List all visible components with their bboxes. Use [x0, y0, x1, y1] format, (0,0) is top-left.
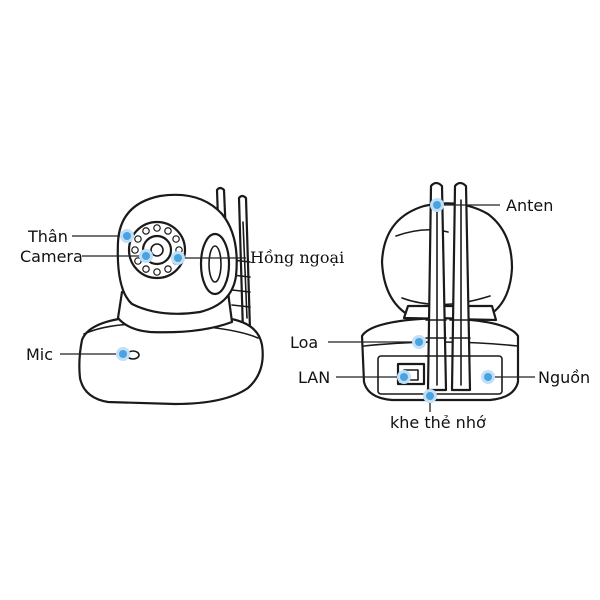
- label-camera: Camera: [20, 247, 83, 266]
- label-nguon: Nguồn: [538, 368, 590, 387]
- ir-led: [142, 265, 150, 273]
- front-lens-ring: [127, 220, 187, 280]
- back-antenna-right: [449, 181, 472, 392]
- ir-led: [134, 235, 142, 243]
- marker-nguon: [481, 370, 495, 384]
- front-camera-illustration: [78, 186, 264, 406]
- front-side-ring: [199, 232, 231, 296]
- ir-led: [153, 268, 161, 276]
- label-anten: Anten: [506, 196, 553, 215]
- marker-mic: [116, 347, 130, 361]
- marker-anten: [430, 198, 444, 212]
- markers: [116, 198, 495, 403]
- label-khe-the-nho: khe thẻ nhớ: [390, 413, 486, 432]
- ir-led: [153, 224, 161, 232]
- ir-led: [131, 246, 139, 254]
- leader-lines: [60, 204, 535, 412]
- marker-camera: [139, 249, 153, 263]
- marker-hong-ngoai: [171, 251, 185, 265]
- marker-khe-the-nho: [423, 389, 437, 403]
- ir-led: [164, 227, 172, 235]
- label-lan: LAN: [298, 368, 330, 387]
- back-camera-illustration: [360, 181, 520, 402]
- label-hong-ngoai: Hồng ngoại: [250, 248, 344, 267]
- ir-led: [164, 265, 172, 273]
- label-loa: Loa: [290, 333, 318, 352]
- label-mic: Mic: [26, 345, 53, 364]
- labels: Thân Camera Hồng ngoại Mic Anten Loa LAN…: [20, 196, 590, 432]
- marker-than: [120, 229, 134, 243]
- front-antenna-right: [231, 194, 252, 334]
- ir-led: [172, 235, 180, 243]
- back-antenna-left: [425, 181, 448, 392]
- ir-led: [142, 227, 150, 235]
- marker-loa: [412, 335, 426, 349]
- label-than: Thân: [27, 227, 68, 246]
- marker-lan: [397, 370, 411, 384]
